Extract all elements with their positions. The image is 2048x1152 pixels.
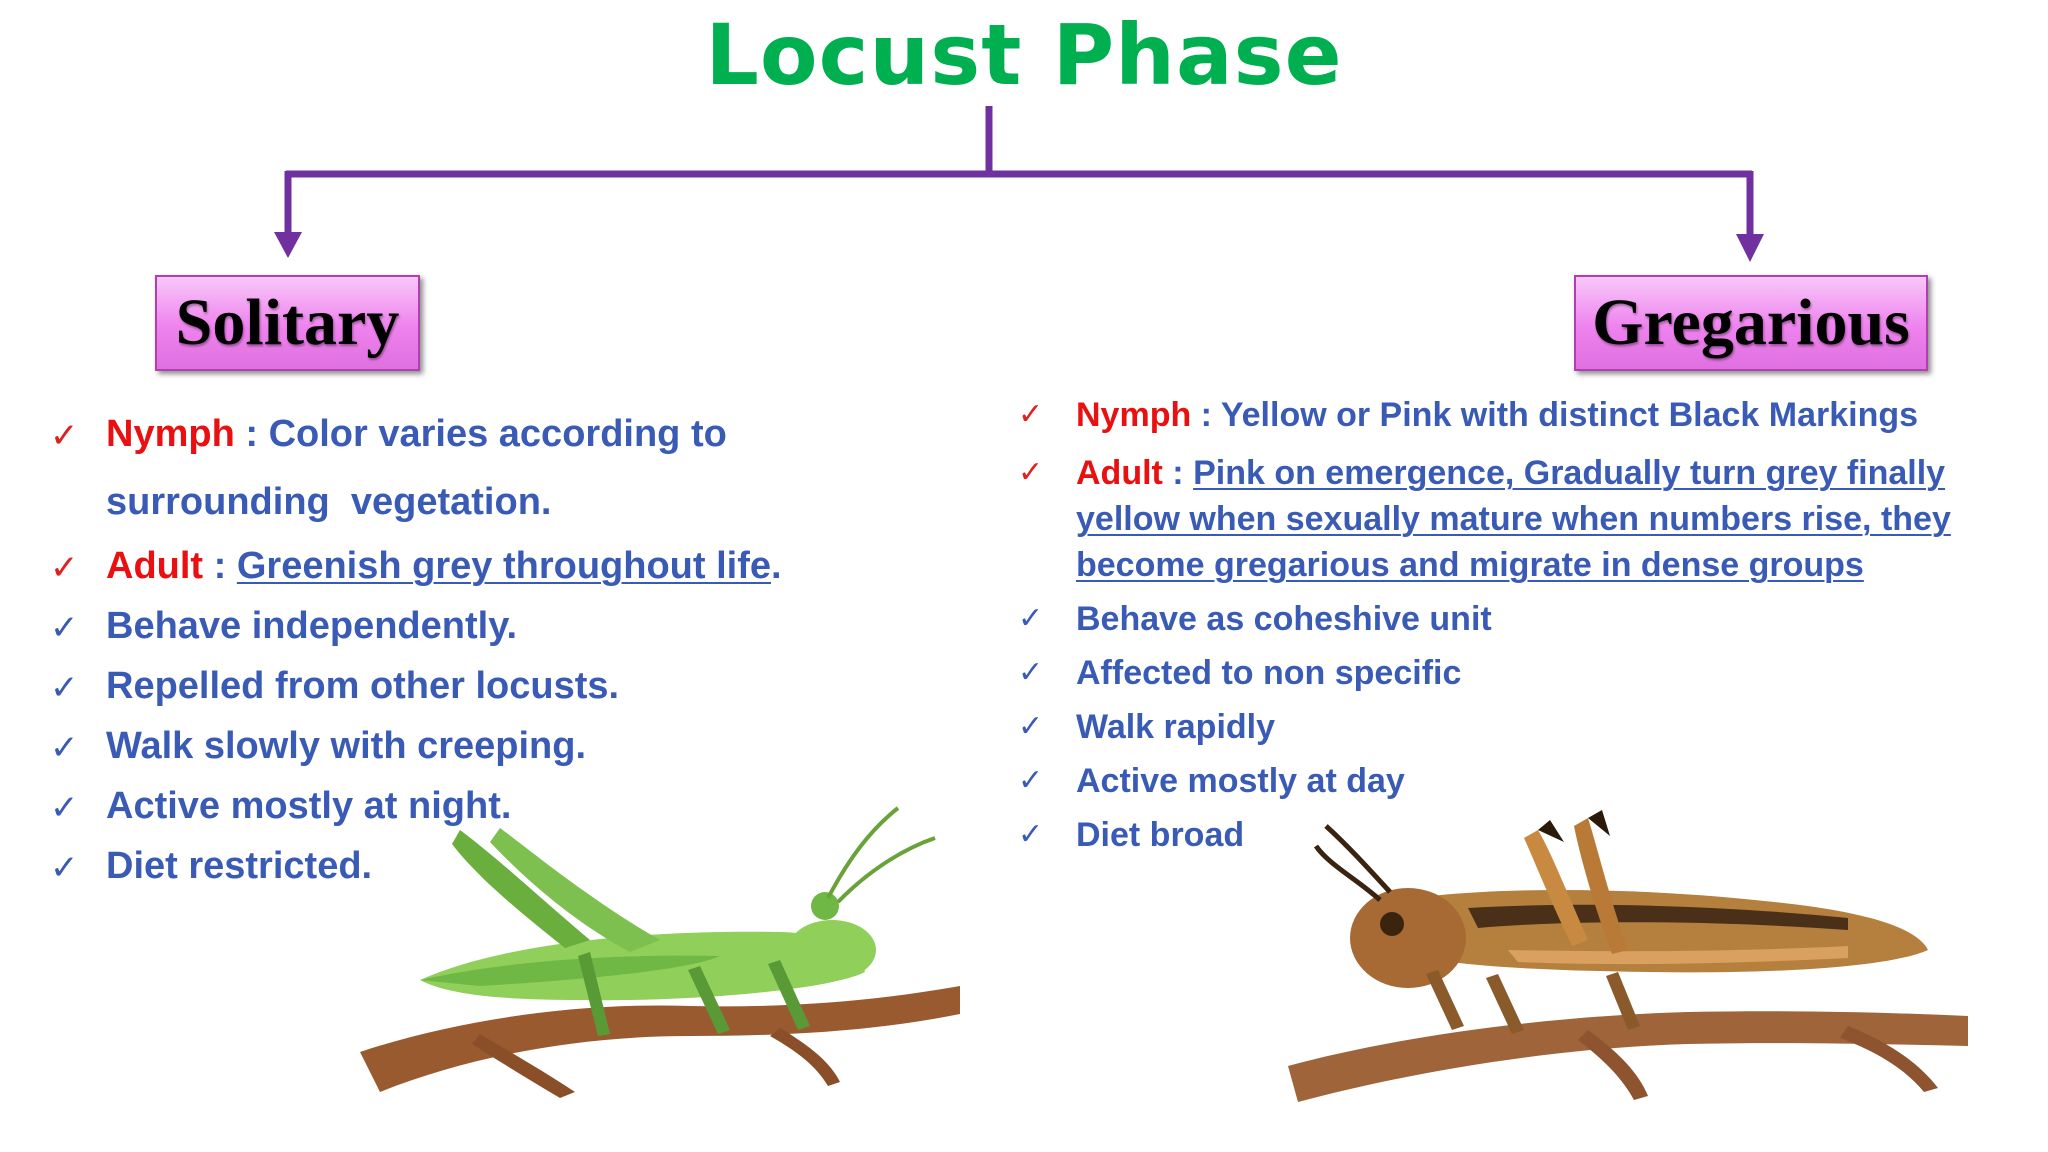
check-icon: ✓ — [50, 548, 79, 588]
list-item: ✓ Repelled from other locusts. — [50, 656, 810, 716]
check-icon: ✓ — [1018, 709, 1044, 744]
gregarious-heading: Gregarious — [1574, 275, 1928, 371]
trait-text: Yellow or Pink with distinct Black Marki… — [1220, 396, 1919, 434]
gregarious-trait-list: ✓ Nymph : Yellow or Pink with distinct B… — [1018, 392, 2028, 866]
trait-tail: . — [771, 545, 782, 587]
arrow-down-icon — [274, 232, 302, 258]
check-icon: ✓ — [50, 416, 79, 456]
list-item: ✓ Behave independently. — [50, 596, 810, 656]
list-item: ✓ Diet broad — [1018, 812, 2028, 858]
list-item: ✓ Affected to non specific — [1018, 650, 2028, 696]
gregarious-locust-image — [1288, 810, 1968, 1102]
check-icon: ✓ — [1018, 763, 1044, 798]
solitary-adult-item: ✓ Adult : Greenish grey throughout life. — [50, 536, 810, 596]
list-item: ✓ Behave as coheshive unit — [1018, 596, 2028, 642]
trait-text: Active mostly at night. — [106, 785, 512, 827]
adult-label: Adult — [1076, 454, 1163, 492]
check-icon: ✓ — [50, 608, 79, 648]
check-icon: ✓ — [50, 848, 79, 888]
check-icon: ✓ — [50, 668, 79, 708]
solitary-nymph-item: ✓ Nymph : Color varies according to surr… — [50, 400, 810, 536]
solitary-trait-list: ✓ Nymph : Color varies according to surr… — [50, 400, 810, 896]
trait-text-continued: become gregarious and migrate in dense g… — [1076, 546, 1864, 584]
list-item: ✓ Walk rapidly — [1018, 704, 2028, 750]
check-icon: ✓ — [1018, 601, 1044, 636]
list-item: ✓ Diet restricted. — [50, 836, 810, 896]
check-icon: ✓ — [50, 788, 79, 828]
trait-text: Repelled from other locusts. — [106, 665, 620, 707]
list-item: ✓ Walk slowly with creeping. — [50, 716, 810, 776]
trait-text: Walk rapidly — [1076, 708, 1276, 746]
gregarious-nymph-item: ✓ Nymph : Yellow or Pink with distinct B… — [1018, 392, 2028, 438]
nymph-label: Nymph — [1076, 396, 1192, 434]
trait-text: Diet broad — [1076, 816, 1245, 854]
check-icon: ✓ — [1018, 817, 1044, 852]
check-icon: ✓ — [1018, 455, 1044, 490]
check-icon: ✓ — [50, 728, 79, 768]
trait-text: Greenish grey throughout life — [236, 545, 772, 587]
trait-text: Pink on emergence, Gradually turn grey f… — [1193, 454, 1946, 492]
list-item: ✓ Active mostly at night. — [50, 776, 810, 836]
list-item: ✓ Active mostly at day — [1018, 758, 2028, 804]
solitary-locust-image — [360, 806, 960, 1098]
nymph-label: Nymph — [106, 413, 235, 455]
separator: : — [1191, 396, 1221, 434]
trait-text-continued: surrounding vegetation. — [106, 481, 552, 523]
trait-text: Behave independently. — [106, 605, 518, 647]
gregarious-adult-item: ✓ Adult : Pink on emergence, Gradually t… — [1018, 450, 2028, 588]
branch-connector — [274, 106, 1764, 262]
trait-text: Affected to non specific — [1076, 654, 1462, 692]
trait-text: Diet restricted. — [106, 845, 373, 887]
trait-text: Behave as coheshive unit — [1076, 600, 1492, 638]
trait-text-continued: yellow when sexually mature when numbers… — [1076, 500, 1951, 538]
separator: : — [1162, 454, 1194, 492]
arrow-down-icon — [1736, 234, 1764, 262]
separator: : — [203, 545, 237, 587]
solitary-heading: Solitary — [155, 275, 420, 371]
separator: : — [234, 413, 269, 455]
trait-text: Active mostly at day — [1076, 762, 1405, 800]
check-icon: ✓ — [1018, 655, 1044, 690]
check-icon: ✓ — [1018, 397, 1044, 432]
trait-text: Walk slowly with creeping. — [106, 725, 587, 767]
trait-text: Color varies according to — [268, 413, 727, 455]
page-title: Locust Phase — [705, 6, 1343, 104]
adult-label: Adult — [106, 545, 204, 587]
